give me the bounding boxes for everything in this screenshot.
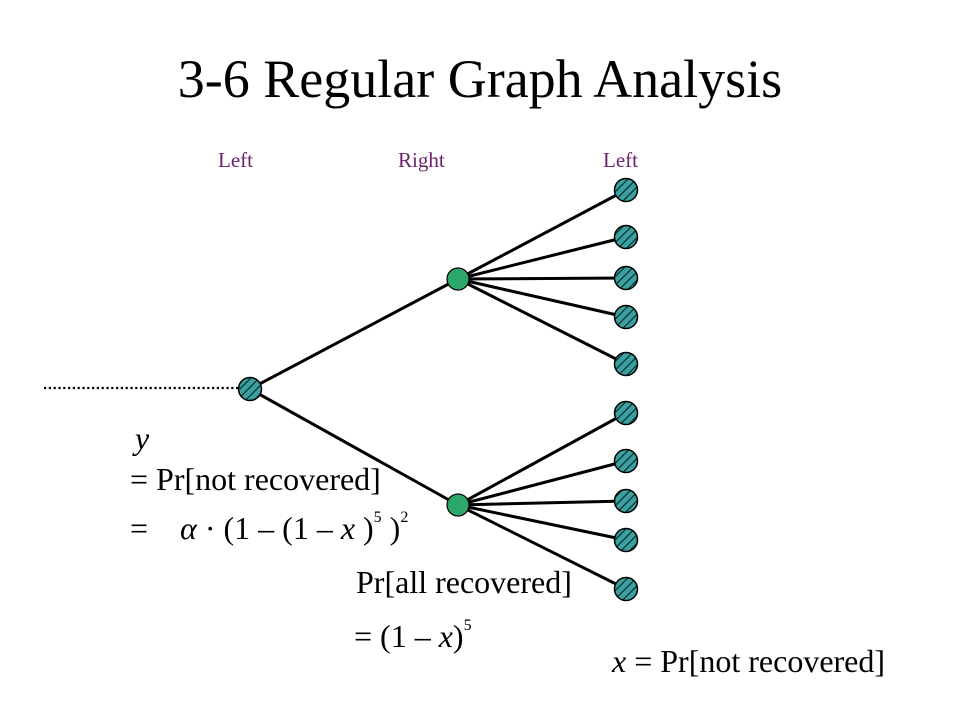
label-left-2: Left bbox=[603, 148, 638, 172]
right-node-top bbox=[446, 267, 470, 291]
leaf-left-node bbox=[613, 304, 639, 330]
leaf-left-node bbox=[613, 224, 639, 250]
edge bbox=[457, 276, 627, 281]
edge bbox=[457, 411, 627, 507]
leaf-left-node bbox=[613, 265, 639, 291]
leaf-left-node bbox=[613, 576, 639, 602]
edge bbox=[457, 188, 627, 281]
edge bbox=[457, 503, 627, 591]
edge bbox=[457, 499, 627, 507]
eq-y-line2: = α · (1 – (1 – x )5 )2 bbox=[130, 509, 409, 546]
eq-all-line1: Pr[all recovered] bbox=[356, 564, 572, 600]
leaf-left-node bbox=[613, 177, 639, 203]
leaf-left-node bbox=[613, 448, 639, 474]
label-left-1: Left bbox=[218, 148, 253, 172]
eq-y-var: y bbox=[135, 420, 150, 456]
leaf-left-node bbox=[613, 400, 639, 426]
eq-all-line2: = (1 – x)5 bbox=[354, 617, 472, 654]
edge bbox=[457, 277, 627, 366]
leaf-left-nodes bbox=[613, 177, 639, 602]
right-node-bottom bbox=[446, 493, 470, 517]
edges bbox=[249, 188, 627, 591]
leaf-left-node bbox=[613, 527, 639, 553]
edge bbox=[457, 503, 627, 542]
label-right: Right bbox=[398, 148, 445, 172]
edge bbox=[457, 459, 627, 507]
page-title: 3-6 Regular Graph Analysis bbox=[177, 49, 783, 109]
eq-y-line1: = Pr[not recovered] bbox=[130, 461, 381, 497]
edge bbox=[457, 235, 627, 281]
eq-x-definition: x = Pr[not recovered] bbox=[612, 643, 886, 679]
leaf-left-node bbox=[613, 488, 639, 514]
edge-left-right-bottom bbox=[249, 387, 459, 507]
root-left-node bbox=[237, 376, 263, 402]
edge bbox=[457, 277, 627, 319]
edge-left-right-top bbox=[249, 277, 459, 391]
leaf-left-node bbox=[613, 351, 639, 377]
